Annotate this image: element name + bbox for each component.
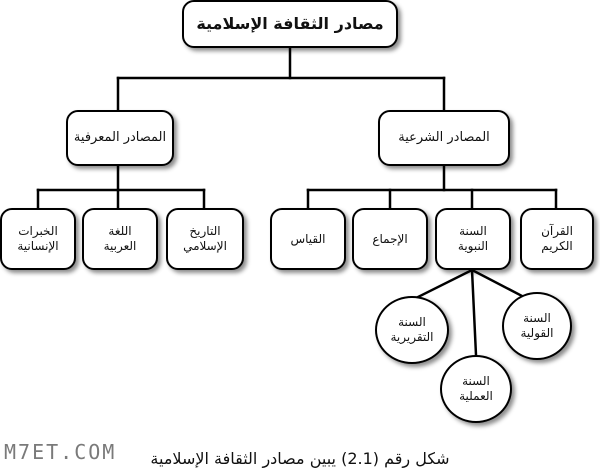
watermark-logo: M7ET.COM	[4, 440, 117, 464]
root-node: مصادر الثقافة الإسلامية	[182, 0, 398, 48]
node-shari-label: المصادر الشرعية	[398, 129, 490, 145]
circle-sunnah-taqririya-label: السنة التقريرية	[390, 315, 434, 344]
node-shari-sources: المصادر الشرعية	[378, 110, 510, 166]
node-islamic-history-label: التاريخ الإسلامي	[183, 224, 227, 253]
circle-sunnah-amaliya: السنة العملية	[440, 355, 512, 423]
node-arabic-language: اللغة العربية	[82, 208, 158, 270]
figure-caption: شكل رقم (2.1) يبين مصادر الثقافة الإسلام…	[150, 449, 450, 468]
node-ijma-label: الإجماع	[372, 231, 408, 246]
node-arabic-language-label: اللغة العربية	[103, 224, 137, 253]
root-label: مصادر الثقافة الإسلامية	[196, 14, 384, 33]
node-ijma: الإجماع	[352, 208, 428, 270]
node-human-experiences-label: الخبرات الإنسانية	[17, 224, 59, 253]
node-quran: القرآن الكريم	[520, 208, 594, 270]
node-sunnah-label: السنة النبوية	[457, 224, 489, 253]
node-quran-label: القرآن الكريم	[541, 224, 573, 253]
node-human-experiences: الخبرات الإنسانية	[0, 208, 76, 270]
circle-sunnah-taqririya: السنة التقريرية	[375, 296, 449, 364]
node-sunnah: السنة النبوية	[435, 208, 511, 270]
node-islamic-history: التاريخ الإسلامي	[166, 208, 244, 270]
node-qiyas-label: القياس	[290, 231, 326, 246]
circle-sunnah-amaliya-label: السنة العملية	[459, 374, 493, 403]
node-qiyas: القياس	[270, 208, 346, 270]
node-marifi-label: المصادر المعرفية	[73, 129, 167, 145]
circle-sunnah-qawliya-label: السنة القولية	[520, 311, 554, 340]
node-marifi-sources: المصادر المعرفية	[66, 110, 174, 166]
circle-sunnah-qawliya: السنة القولية	[502, 292, 572, 360]
